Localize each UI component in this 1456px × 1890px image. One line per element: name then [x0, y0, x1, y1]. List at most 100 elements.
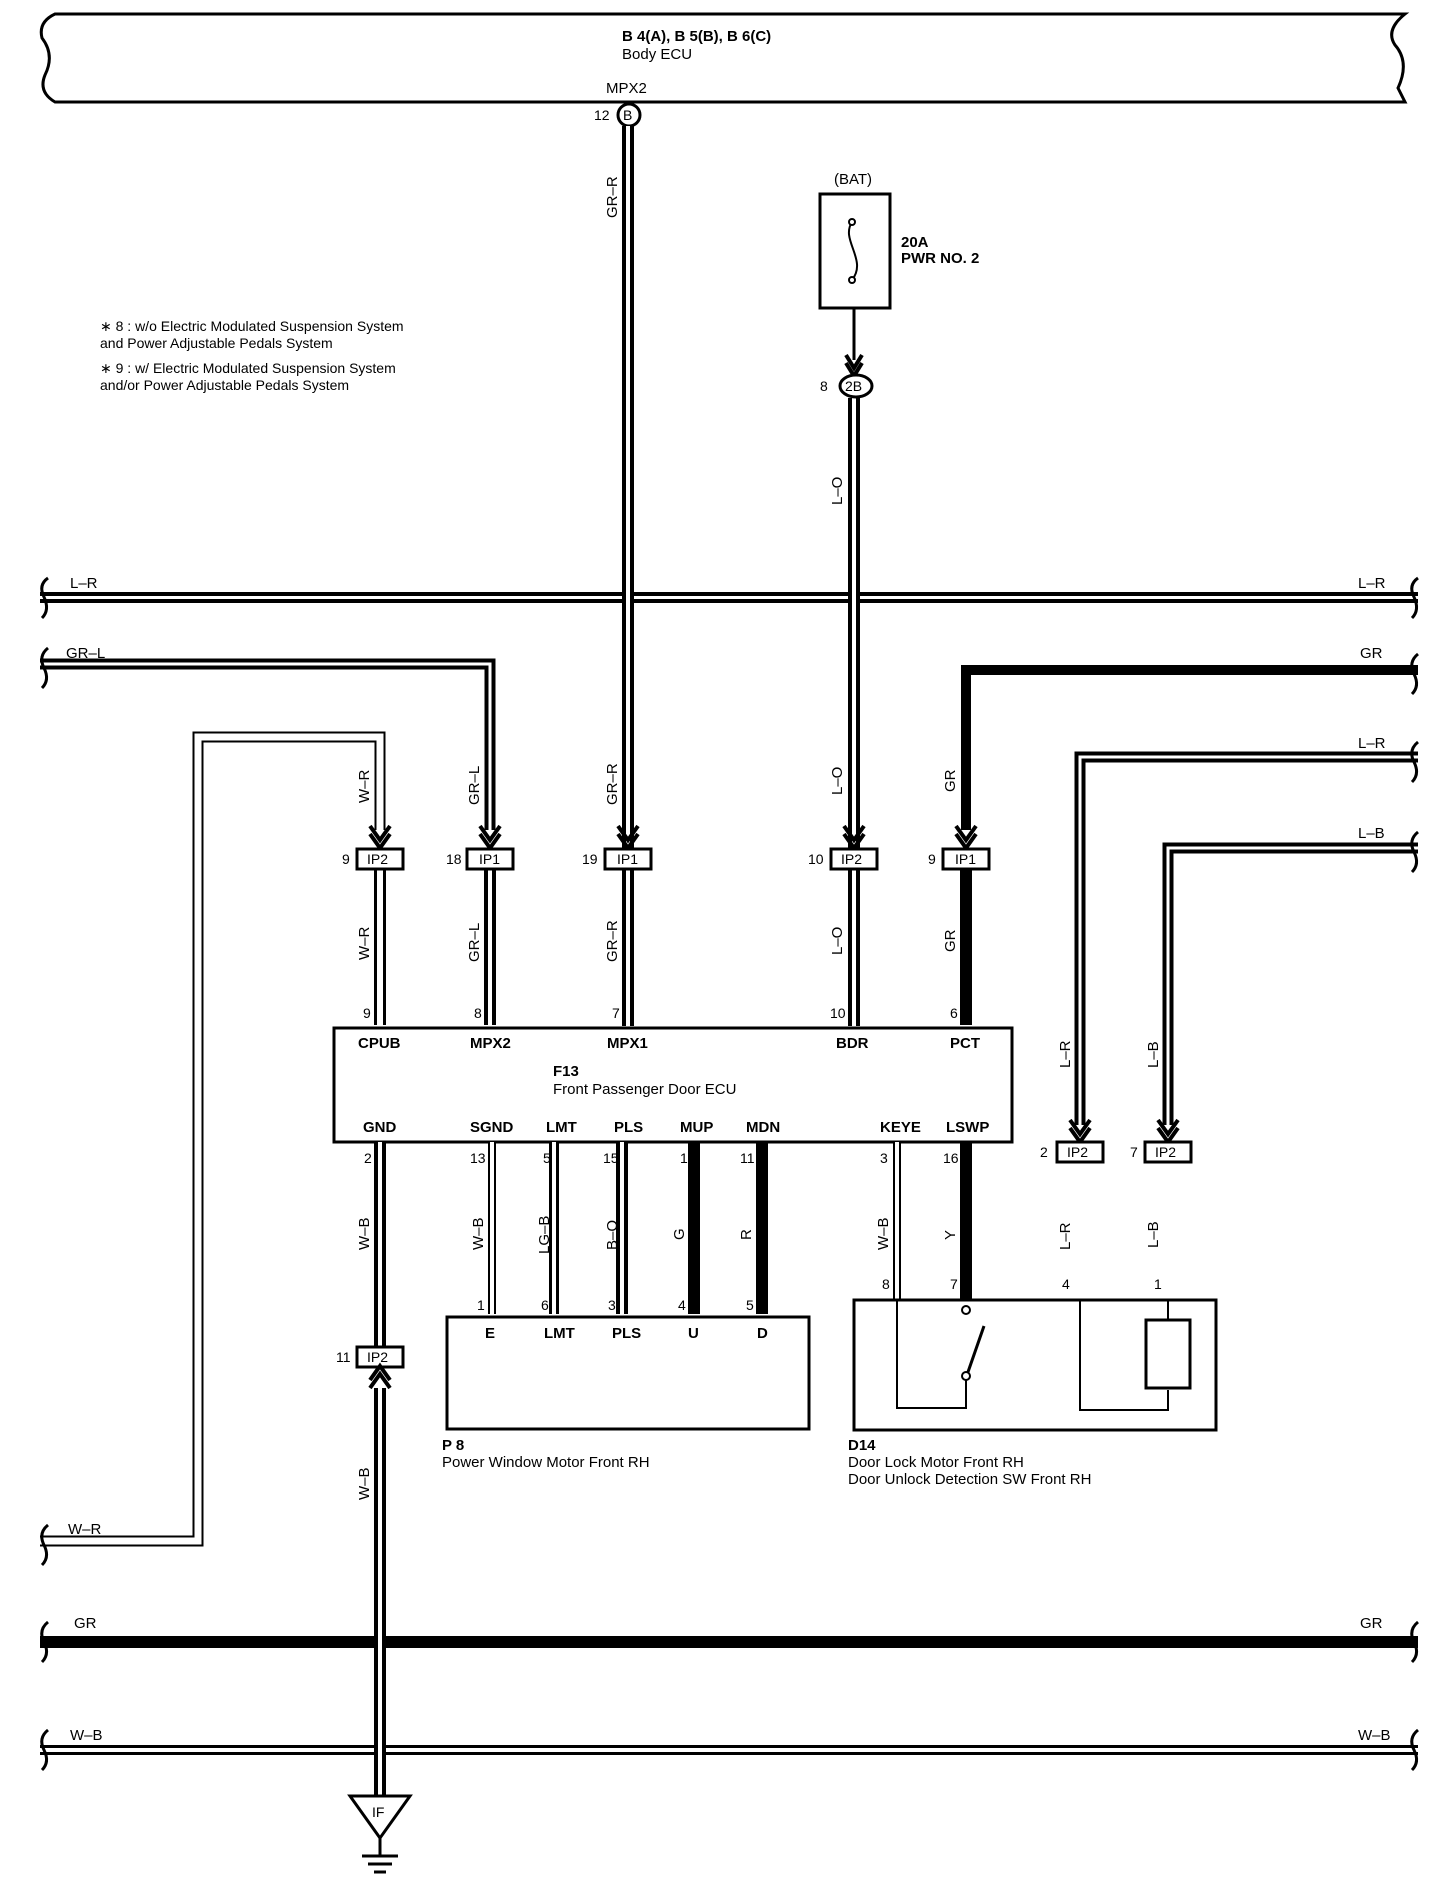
wire-label-r: R	[738, 1229, 755, 1240]
wire-label-wb-2: W–B	[470, 1217, 487, 1250]
wire-label-g: G	[671, 1228, 688, 1240]
wire-lo	[848, 308, 860, 1026]
inline-connectors: IP2 9 IP1 18 IP1 19 IP2 10 IP1 9 IP2 2 I…	[342, 847, 1193, 1164]
ecu-term-mdn: MDN	[746, 1119, 780, 1136]
ecu-term-mup: MUP	[680, 1119, 713, 1136]
power-window-motor-box: E LMT PLS U D	[445, 1315, 811, 1431]
body-ecu-name: Body ECU	[622, 46, 692, 63]
ecu-term-pls: PLS	[614, 1119, 643, 1136]
wire-label-gr-1: GR	[942, 769, 959, 792]
bus-wb-bottom	[40, 1728, 1419, 1772]
svg-text:3: 3	[880, 1150, 888, 1166]
svg-text:6: 6	[950, 1005, 958, 1021]
ecu-top-pins: 9 8 7 10 6	[363, 1005, 958, 1021]
wire-lgb	[549, 1142, 559, 1314]
wire-label-gr-2: GR	[942, 929, 959, 952]
bus-label-lb: L–B	[1358, 825, 1385, 842]
door-lock-line2: Door Unlock Detection SW Front RH	[848, 1471, 1091, 1488]
ecu-term-cpub: CPUB	[358, 1035, 401, 1052]
wire-labels-lower: W–B W–B LG–B B–O G R W–B Y L–R L–B W–B	[356, 1216, 1162, 1500]
motor-id: P 8	[442, 1437, 464, 1454]
fuse-element-icon	[847, 221, 858, 281]
svg-text:IP2: IP2	[1155, 1144, 1176, 1160]
wire-label-grr-2: GR–R	[604, 920, 621, 962]
wire-grr	[622, 126, 634, 1026]
junction-2b	[838, 373, 874, 399]
svg-text:6: 6	[541, 1297, 549, 1313]
ecu-term-lmt: LMT	[546, 1119, 577, 1136]
connector-ip2-lo	[829, 847, 879, 871]
wire-label-wb-gnd: W–B	[356, 1467, 373, 1500]
fuse-rating: 20A	[901, 234, 929, 251]
ecu-id: F13	[553, 1063, 579, 1080]
pin-c-gr: 9	[928, 851, 936, 867]
svg-text:5: 5	[543, 1150, 551, 1166]
switch-contact-icon	[961, 1305, 971, 1315]
ecu-term-sgnd: SGND	[470, 1119, 514, 1136]
wire-label-lo-1: L–O	[829, 767, 846, 795]
wire-g	[688, 1142, 700, 1314]
door-lock-id: D14	[848, 1437, 876, 1454]
wire-label-lo-2: L–O	[829, 927, 846, 955]
fuse-box	[818, 192, 892, 310]
connector-ip1-gr	[941, 847, 991, 871]
bus-gr-upper	[961, 652, 1419, 830]
svg-text:IP2: IP2	[841, 851, 862, 867]
svg-text:IP1: IP1	[479, 851, 500, 867]
motor-term-lmt: LMT	[544, 1325, 575, 1342]
svg-text:1: 1	[1154, 1276, 1162, 1292]
bus-label-wb-left: W–B	[70, 1727, 103, 1744]
wire-r	[756, 1142, 768, 1314]
ecu-term-pct: PCT	[950, 1035, 980, 1052]
lock-motor-icon	[1144, 1318, 1192, 1390]
svg-text:15: 15	[603, 1150, 619, 1166]
fuse-source: (BAT)	[834, 171, 872, 188]
connector-ip2-wr	[355, 847, 405, 871]
body-ecu-pin: 12	[594, 107, 610, 123]
svg-text:4: 4	[678, 1297, 686, 1313]
connector-ip2-lr	[1055, 1140, 1105, 1164]
svg-text:3: 3	[608, 1297, 616, 1313]
wire-label-y: Y	[942, 1230, 959, 1240]
wire-label-bo: B–O	[604, 1220, 621, 1250]
wire-gr-lower	[960, 870, 972, 1025]
arrow-up-icon	[368, 1370, 392, 1390]
svg-text:7: 7	[950, 1276, 958, 1292]
wire-label-grr-1: GR–R	[604, 763, 621, 805]
wire-label-wr-1: W–R	[356, 770, 373, 804]
svg-text:9: 9	[363, 1005, 371, 1021]
arrow-icon	[844, 353, 864, 372]
connector-ip2-lb	[1143, 1140, 1193, 1164]
svg-text:2: 2	[364, 1150, 372, 1166]
bus-gr-bottom	[40, 1620, 1419, 1664]
svg-text:7: 7	[612, 1005, 620, 1021]
wire-wb-keye	[893, 1142, 901, 1314]
bus-label-gr-upper: GR	[1360, 645, 1383, 662]
motor-term-e: E	[485, 1325, 495, 1342]
svg-text:8: 8	[474, 1005, 482, 1021]
wire-labels-upper: GR–R L–O W–R GR–L GR–R L–O GR W–R GR–L G…	[356, 176, 1162, 1068]
svg-text:IP1: IP1	[617, 851, 638, 867]
svg-text:1: 1	[477, 1297, 485, 1313]
junction-2b-pin: 8	[820, 378, 828, 394]
pin-c-lr: 2	[1040, 1144, 1048, 1160]
svg-text:10: 10	[830, 1005, 846, 1021]
note-9-line2: and/or Power Adjustable Pedals System	[100, 377, 349, 393]
door-lock-line1: Door Lock Motor Front RH	[848, 1454, 1024, 1471]
ecu-name: Front Passenger Door ECU	[553, 1081, 736, 1098]
svg-text:4: 4	[1062, 1276, 1070, 1292]
wire-label-lb-1: L–B	[1145, 1041, 1162, 1068]
wire-label-lr-2: L–R	[1057, 1222, 1074, 1250]
wire-label-grl-1: GR–L	[466, 766, 483, 805]
ecu-term-gnd: GND	[363, 1119, 397, 1136]
note-8-line1: ∗ 8 : w/o Electric Modulated Suspension …	[100, 318, 404, 334]
note-9-line1: ∗ 9 : w/ Electric Modulated Suspension S…	[100, 360, 396, 376]
pin-c-grr: 19	[582, 851, 598, 867]
svg-text:IP2: IP2	[367, 1349, 388, 1365]
ecu-term-mpx1: MPX1	[607, 1035, 648, 1052]
wire-wr-lower	[374, 870, 386, 1025]
pin-c-lo: 10	[808, 851, 824, 867]
notes: ∗ 8 : w/o Electric Modulated Suspension …	[100, 318, 404, 393]
wire-label-lr-1: L–R	[1057, 1040, 1074, 1068]
bus-label-lr-right: L–R	[1358, 575, 1386, 592]
